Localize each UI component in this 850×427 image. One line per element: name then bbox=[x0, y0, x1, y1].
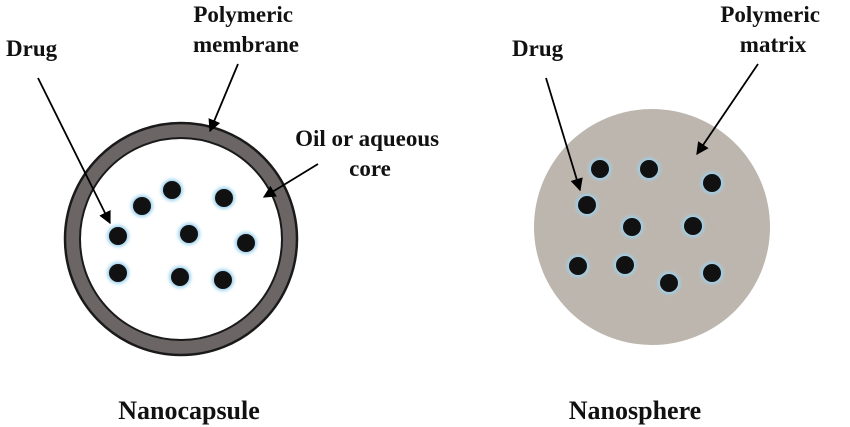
drug-particle bbox=[109, 264, 127, 282]
drug-particle bbox=[569, 257, 587, 275]
nanosphere-title: Nanosphere bbox=[569, 396, 701, 425]
drug-particle bbox=[171, 268, 189, 286]
core-arrow bbox=[262, 163, 319, 198]
drug-particle bbox=[703, 174, 721, 192]
drug-label: Drug bbox=[6, 36, 58, 61]
drug-particle bbox=[109, 227, 127, 245]
drug-arrow bbox=[545, 77, 583, 192]
nanosphere-panel: Drug Polymeric matrix Nanosphere bbox=[512, 2, 825, 425]
drug-label: Drug bbox=[512, 36, 564, 61]
matrix-arrow bbox=[696, 63, 759, 156]
drug-particle bbox=[214, 271, 232, 289]
drug-particle bbox=[215, 189, 233, 207]
drug-particle bbox=[616, 256, 634, 274]
polymeric-membrane-label: Polymeric membrane bbox=[193, 2, 299, 57]
polymeric-matrix-label: Polymeric matrix bbox=[720, 2, 825, 57]
drug-particle bbox=[163, 181, 181, 199]
drug-particle bbox=[660, 274, 678, 292]
drug-particle bbox=[180, 225, 198, 243]
drug-particle bbox=[703, 264, 721, 282]
nanocapsule-title: Nanocapsule bbox=[118, 396, 260, 425]
oil-aqueous-core-label: Oil or aqueous core bbox=[295, 126, 445, 181]
drug-particle bbox=[623, 218, 641, 236]
drug-arrow bbox=[37, 77, 111, 225]
nanocapsule-drug-particles bbox=[107, 179, 257, 291]
nanocapsule-panel: Drug Polymeric membrane Oil or aqueous c… bbox=[6, 2, 445, 425]
drug-particle bbox=[237, 234, 255, 252]
membrane-arrow bbox=[208, 63, 239, 133]
nanosphere-drug-particles bbox=[567, 158, 723, 294]
polymeric-matrix-sphere bbox=[534, 109, 770, 345]
drug-particle bbox=[684, 217, 702, 235]
drug-particle bbox=[133, 197, 151, 215]
drug-particle bbox=[640, 160, 658, 178]
drug-particle bbox=[578, 196, 596, 214]
drug-particle bbox=[591, 160, 609, 178]
